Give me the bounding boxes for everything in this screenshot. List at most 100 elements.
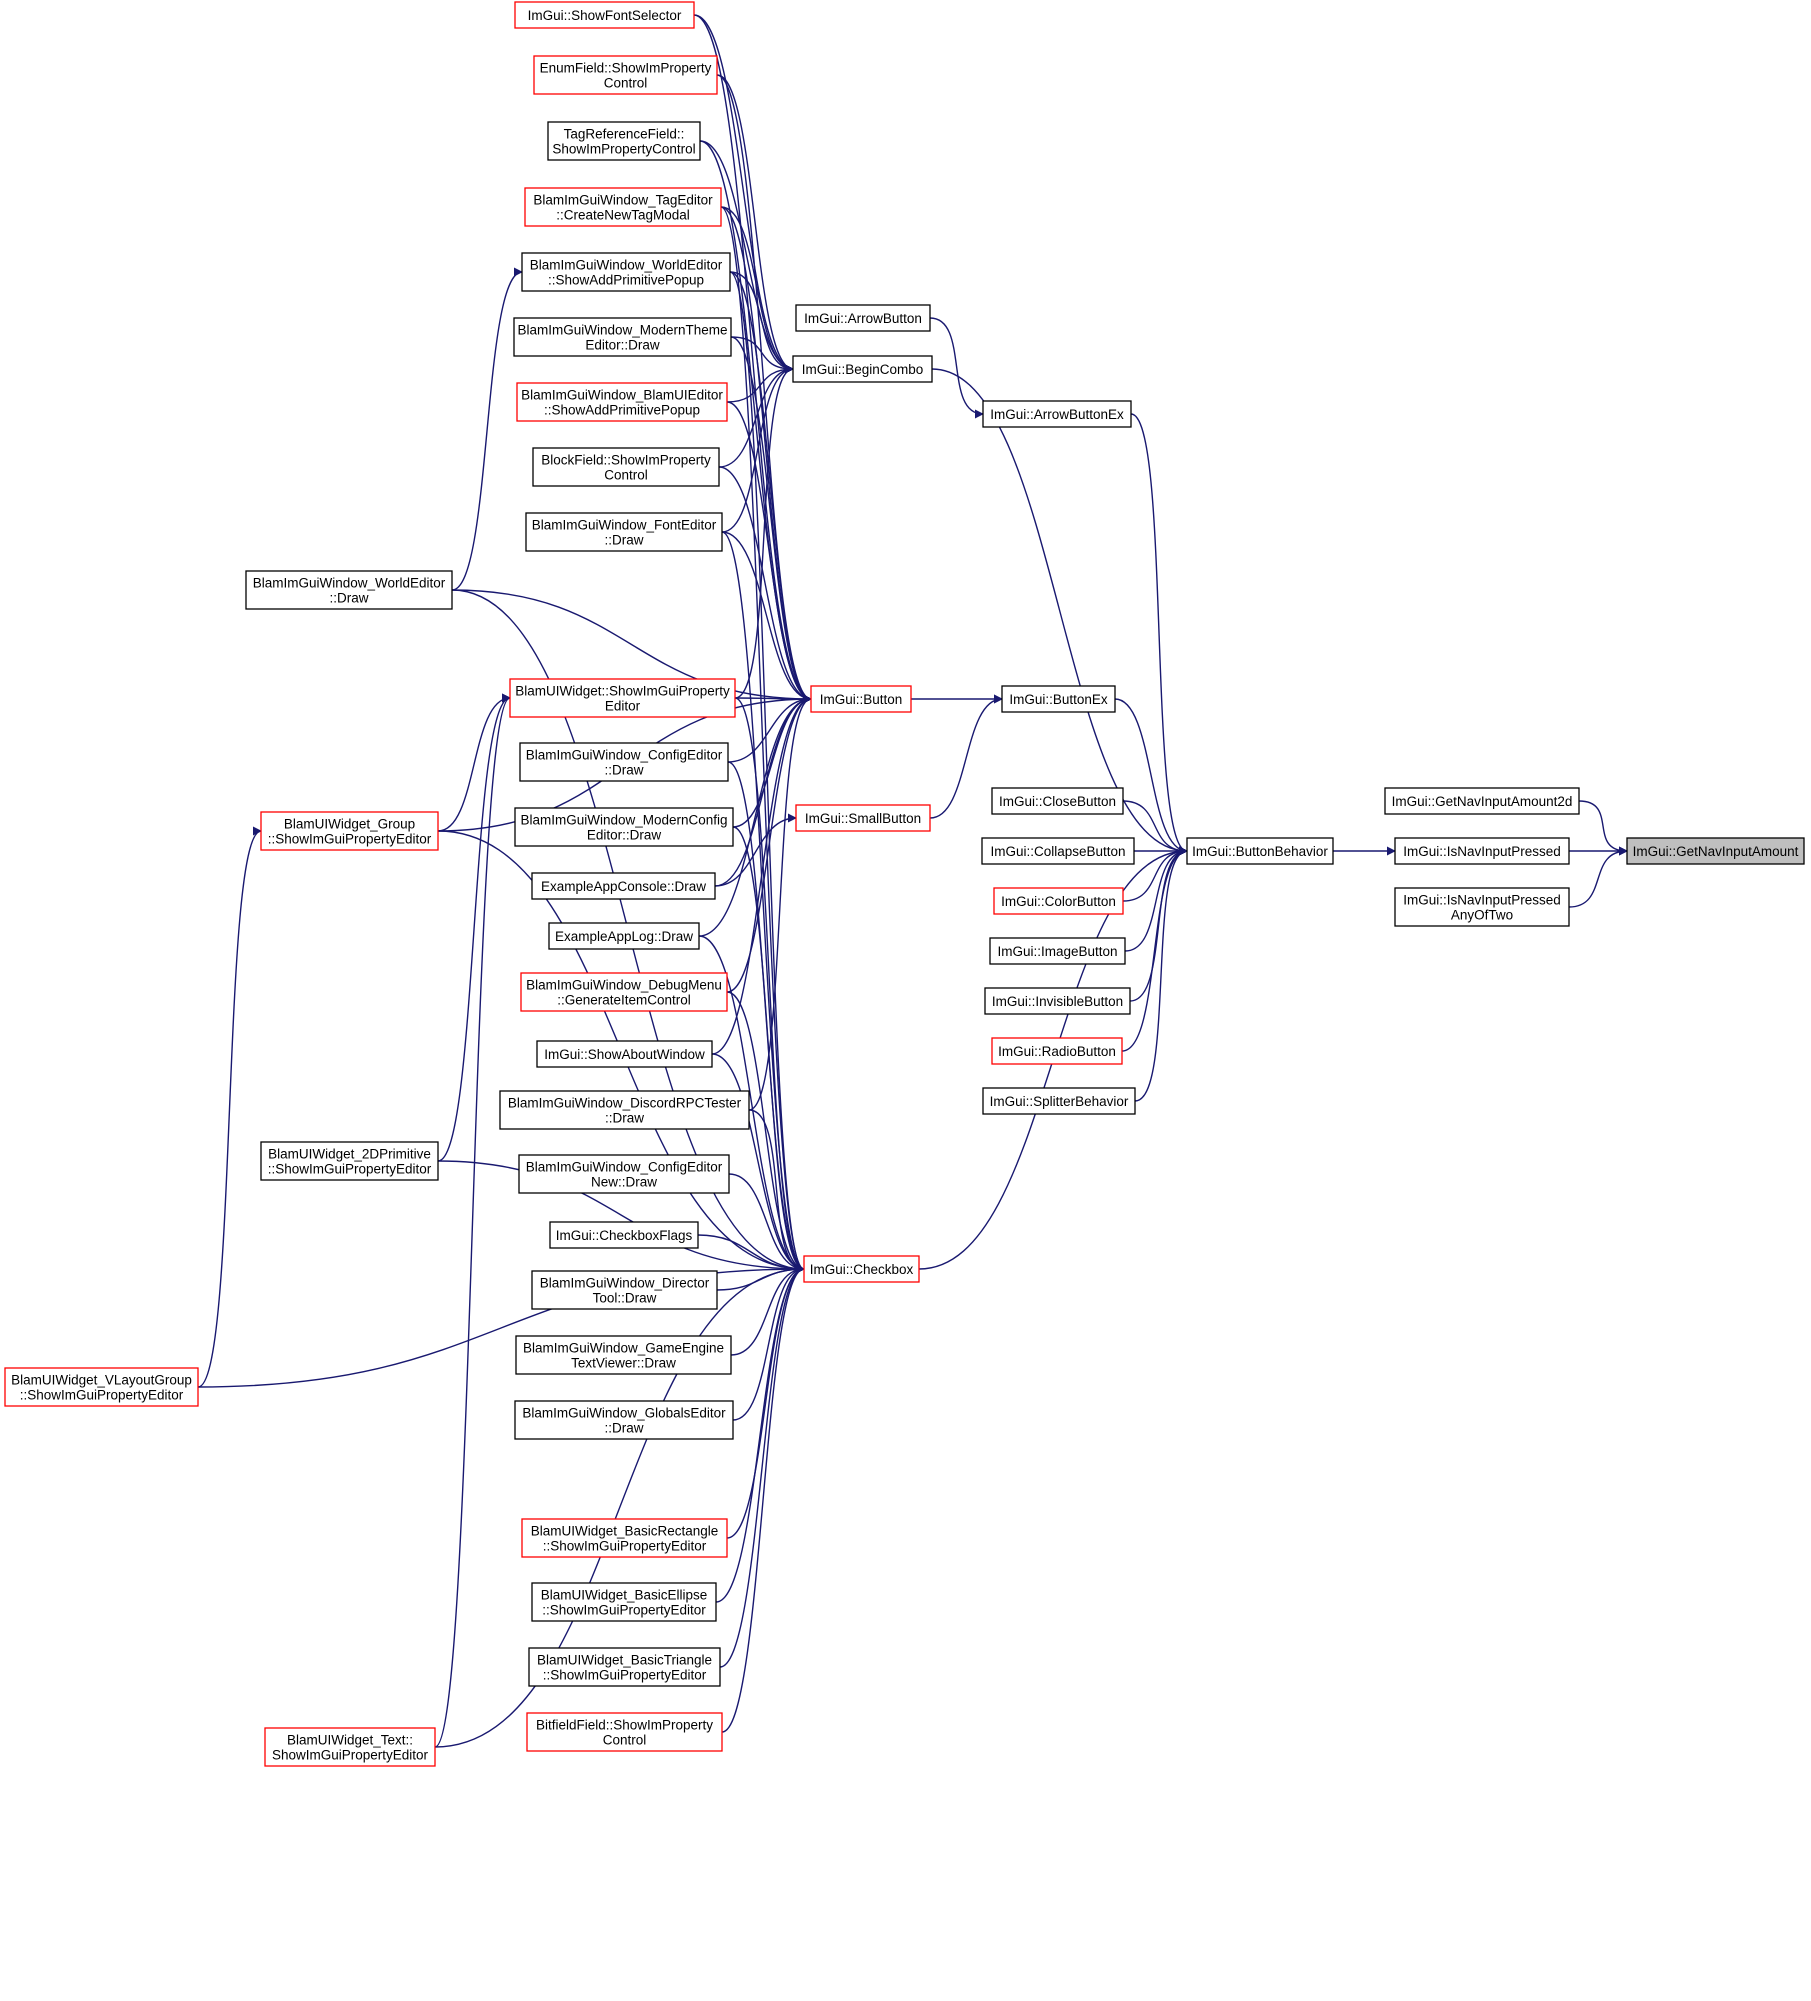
node-imgui-isnavinputpressed[interactable]: ImGui::IsNavInputPressed xyxy=(1394,837,1570,865)
node-imgui-button[interactable]: ImGui::Button xyxy=(810,685,912,713)
edge-n8-n34 xyxy=(718,466,812,704)
node-blamimguiwindow-globalseditor-draw[interactable]: BlamImGuiWindow_GlobalsEditor::Draw xyxy=(514,1400,734,1440)
node-box xyxy=(1001,685,1116,713)
node-imgui-imagebutton[interactable]: ImGui::ImageButton xyxy=(989,937,1126,965)
node-imgui-checkboxflags[interactable]: ImGui::CheckboxFlags xyxy=(549,1221,699,1249)
node-blamuiwidget-vlayoutgroup-showimguipropertyeditor[interactable]: BlamUIWidget_VLayoutGroup::ShowImGuiProp… xyxy=(4,1367,199,1407)
edge-n19-n36 xyxy=(748,1109,805,1274)
node-tagreferencefield-showimpropertycontrol[interactable]: TagReferenceField::ShowImPropertyControl xyxy=(547,121,701,161)
node-imgui-begincombo[interactable]: ImGui::BeginCombo xyxy=(792,355,933,383)
node-box xyxy=(993,887,1124,915)
node-label: ::Draw xyxy=(329,591,368,606)
node-blamimguiwindow-configeditor-draw[interactable]: BlamImGuiWindow_ConfigEditor::Draw xyxy=(519,742,729,782)
node-box xyxy=(991,1037,1123,1065)
node-label: ::ShowImGuiPropertyEditor xyxy=(543,1539,707,1554)
edge-n17-n36 xyxy=(726,991,805,1274)
node-blamuiwidget-text-showimguipropertyeditor[interactable]: BlamUIWidget_Text::ShowImGuiPropertyEdit… xyxy=(264,1727,436,1767)
node-label: BlamImGuiWindow_FontEditor xyxy=(532,518,717,533)
node-imgui-arrowbutton[interactable]: ImGui::ArrowButton xyxy=(795,304,931,332)
node-blamuiwidget-2dprimitive-showimguipropertyeditor[interactable]: BlamUIWidget_2DPrimitive::ShowImGuiPrope… xyxy=(260,1141,439,1181)
node-blamimguiwindow-fonteditor-draw[interactable]: BlamImGuiWindow_FontEditor::Draw xyxy=(525,512,723,552)
node-label: ::GenerateItemControl xyxy=(557,993,691,1008)
edge-n41-n46 xyxy=(1122,846,1188,902)
edge-n38-n46 xyxy=(1114,698,1188,856)
node-imgui-radiobutton[interactable]: ImGui::RadioButton xyxy=(991,1037,1123,1065)
edge-n39-n46 xyxy=(1122,800,1188,856)
node-box xyxy=(533,55,718,95)
node-imgui-getnavinputamount2d[interactable]: ImGui::GetNavInputAmount2d xyxy=(1384,787,1580,815)
node-imgui-closebutton[interactable]: ImGui::CloseButton xyxy=(991,787,1124,815)
node-imgui-checkbox[interactable]: ImGui::Checkbox xyxy=(803,1255,920,1283)
node-label: ImGui::ButtonEx xyxy=(1009,692,1108,707)
edge-n12-n34 xyxy=(727,694,812,763)
edge-n33-n46 xyxy=(931,368,1188,856)
edge-n30-n36 xyxy=(721,1264,805,1733)
edge-n10-n5 xyxy=(451,267,523,591)
node-label: BlamUIWidget_BasicEllipse xyxy=(541,1588,708,1603)
edge-n21-n36 xyxy=(728,1173,805,1274)
node-blamimguiwindow-discordrpctester-draw[interactable]: BlamImGuiWindow_DiscordRPCTester::Draw xyxy=(499,1090,750,1130)
node-label: ExampleAppLog::Draw xyxy=(555,929,693,944)
node-label: BlamUIWidget_Group xyxy=(284,817,415,832)
node-imgui-colorbutton[interactable]: ImGui::ColorButton xyxy=(993,887,1124,915)
node-enumfield-showimpropertycontrol[interactable]: EnumField::ShowImPropertyControl xyxy=(533,55,718,95)
node-blamimguiwindow-tageditor-createnewtagmodal[interactable]: BlamImGuiWindow_TagEditor::CreateNewTagM… xyxy=(524,187,722,227)
node-blamimguiwindow-blamuieditor-showaddprimitivepopup[interactable]: BlamImGuiWindow_BlamUIEditor::ShowAddPri… xyxy=(516,382,728,422)
node-label: EnumField::ShowImProperty xyxy=(540,61,712,76)
node-blamuiwidget-basictriangle-showimguipropertyeditor[interactable]: BlamUIWidget_BasicTriangle::ShowImGuiPro… xyxy=(528,1647,721,1687)
edge-n26-n36 xyxy=(732,1264,805,1421)
node-label: ImGui::Checkbox xyxy=(810,1262,914,1277)
node-imgui-buttonex[interactable]: ImGui::ButtonEx xyxy=(1001,685,1116,713)
node-blamuiwidget-basicrectangle-showimguipropertyeditor[interactable]: BlamUIWidget_BasicRectangle::ShowImGuiPr… xyxy=(521,1518,728,1558)
node-box xyxy=(792,355,933,383)
node-blamimguiwindow-debugmenu-generateitemcontrol[interactable]: BlamImGuiWindow_DebugMenu::GenerateItemC… xyxy=(520,972,728,1012)
node-imgui-buttonbehavior[interactable]: ImGui::ButtonBehavior xyxy=(1186,837,1334,865)
edge-n11-n33 xyxy=(734,364,794,699)
node-blamimguiwindow-worldeditor-draw[interactable]: BlamImGuiWindow_WorldEditor::Draw xyxy=(245,570,453,610)
node-exampleappconsole-draw[interactable]: ExampleAppConsole::Draw xyxy=(531,872,716,900)
node-exampleapplog-draw[interactable]: ExampleAppLog::Draw xyxy=(548,922,700,950)
edge-n10-n34 xyxy=(451,589,812,704)
node-label: BlamUIWidget_BasicRectangle xyxy=(531,1524,719,1539)
node-box xyxy=(514,1,695,29)
node-label: ImGui::ColorButton xyxy=(1001,894,1116,909)
node-imgui-smallbutton[interactable]: ImGui::SmallButton xyxy=(795,804,931,832)
node-box xyxy=(521,252,731,292)
edge-n20-n36 xyxy=(437,1160,805,1274)
node-imgui-invisiblebutton[interactable]: ImGui::InvisibleButton xyxy=(984,987,1131,1015)
node-label: ImGui::ButtonBehavior xyxy=(1192,844,1328,859)
edge-n31-n36 xyxy=(434,1264,805,1748)
node-blamimguiwindow-worldeditor-showaddprimitivepopup[interactable]: BlamImGuiWindow_WorldEditor::ShowAddPrim… xyxy=(521,252,731,292)
node-box xyxy=(518,1154,730,1194)
node-label: BlamImGuiWindow_Director xyxy=(540,1276,710,1291)
node-blamuiwidget-group-showimguipropertyeditor[interactable]: BlamUIWidget_Group::ShowImGuiPropertyEdi… xyxy=(260,811,439,851)
node-imgui-collapsebutton[interactable]: ImGui::CollapseButton xyxy=(981,837,1135,865)
edge-n28-n36 xyxy=(715,1264,805,1603)
node-box xyxy=(521,1518,728,1558)
node-box xyxy=(982,1087,1136,1115)
node-blamuiwidget-basicellipse-showimguipropertyeditor[interactable]: BlamUIWidget_BasicEllipse::ShowImGuiProp… xyxy=(531,1582,717,1622)
node-blamuiwidget-showimguipropertyeditor[interactable]: BlamUIWidget::ShowImGuiPropertyEditor xyxy=(509,678,736,718)
node-label: ImGui::BeginCombo xyxy=(802,362,924,377)
node-imgui-splitterbehavior[interactable]: ImGui::SplitterBehavior xyxy=(982,1087,1136,1115)
edge-n45-n46 xyxy=(1134,846,1188,1102)
node-imgui-arrowbuttonex[interactable]: ImGui::ArrowButtonEx xyxy=(982,400,1132,428)
node-label: TextViewer::Draw xyxy=(571,1356,676,1371)
node-label: AnyOfTwo xyxy=(1451,908,1513,923)
edge-n37-n46 xyxy=(1130,413,1188,856)
node-label: ::Draw xyxy=(604,533,643,548)
node-blockfield-showimpropertycontrol[interactable]: BlockField::ShowImPropertyControl xyxy=(532,447,720,487)
node-imgui-showaboutwindow[interactable]: ImGui::ShowAboutWindow xyxy=(536,1040,713,1068)
node-bitfieldfield-showimpropertycontrol[interactable]: BitfieldField::ShowImPropertyControl xyxy=(526,1712,723,1752)
node-label: ImGui::ImageButton xyxy=(997,944,1117,959)
node-imgui-getnavinputamount[interactable]: ImGui::GetNavInputAmount xyxy=(1626,837,1805,865)
node-label: ::CreateNewTagModal xyxy=(556,208,690,223)
node-label: BlamImGuiWindow_DebugMenu xyxy=(526,978,722,993)
node-imgui-showfontselector[interactable]: ImGui::ShowFontSelector xyxy=(514,1,695,29)
node-blamimguiwindow-gameenginetextviewer-draw[interactable]: BlamImGuiWindow_GameEngineTextViewer::Dr… xyxy=(515,1335,732,1375)
